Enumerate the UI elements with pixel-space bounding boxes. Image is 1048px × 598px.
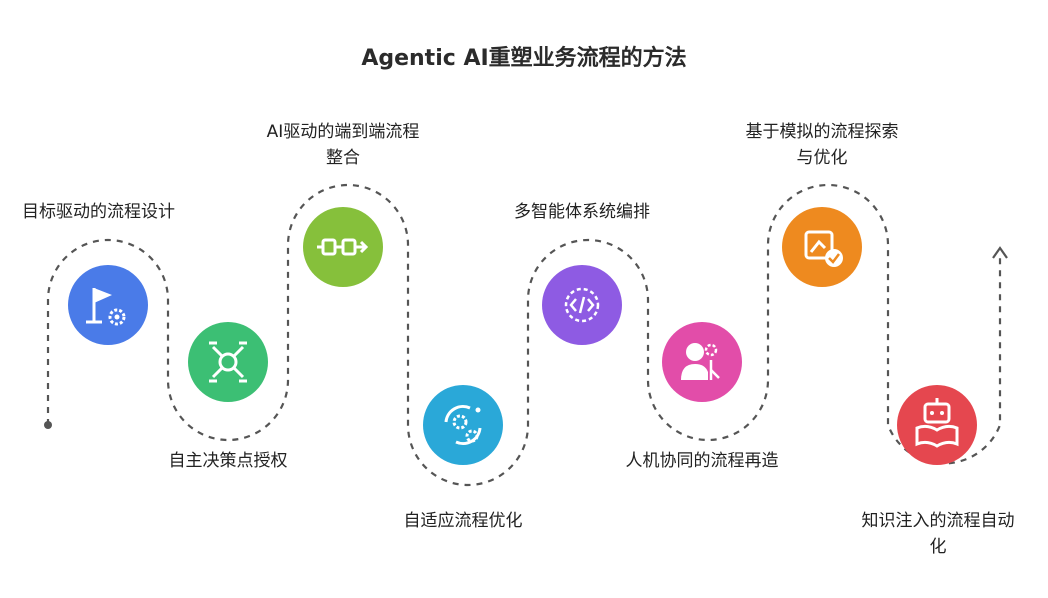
step-4-node [423,385,503,465]
step-3-label-line1: AI驱动的端到端流程 [266,122,420,142]
linked-chain-icon [317,238,369,256]
step-1-label: 目标驱动的流程设计 [22,202,175,222]
gear-cycle-icon [444,404,482,446]
step-5-node [542,265,622,345]
step-8-label-line1: 知识注入的流程自动 [861,511,1015,531]
step-7-node [782,207,862,287]
step-3-label: AI驱动的端到端流程 整合 [243,119,443,171]
step-1-node [68,265,148,345]
step-6-label: 人机协同的流程再造 [625,451,779,471]
step-2-node [188,322,268,402]
step-5-label: 多智能体系统编排 [514,202,650,222]
step-8-label-line2: 化 [929,537,947,557]
step-7-label: 基于模拟的流程探索 与优化 [722,119,922,171]
flag-gear-icon [86,288,126,326]
step-7-label-line2: 与优化 [796,148,848,168]
step-8-node [897,385,977,465]
step-2-label: 自主决策点授权 [168,451,288,471]
path-start-dot [44,421,52,429]
simulation-check-icon [804,230,843,267]
step-3-node [303,207,383,287]
dashed-path [46,183,1002,487]
code-orbit-icon [564,287,600,323]
network-nodes-icon [209,341,247,383]
step-4-label: 自适应流程优化 [403,511,523,531]
step-6-node [662,322,742,402]
step-3-label-line2: 整合 [326,148,360,168]
path-end-arrow [992,246,1008,259]
step-7-label-line1: 基于模拟的流程探索 [745,122,899,142]
step-8-label: 知识注入的流程自动 化 [838,508,1038,560]
robot-book-icon [915,398,959,448]
page-title: Agentic AI重塑业务流程的方法 [361,46,687,71]
human-machine-icon [681,343,720,380]
